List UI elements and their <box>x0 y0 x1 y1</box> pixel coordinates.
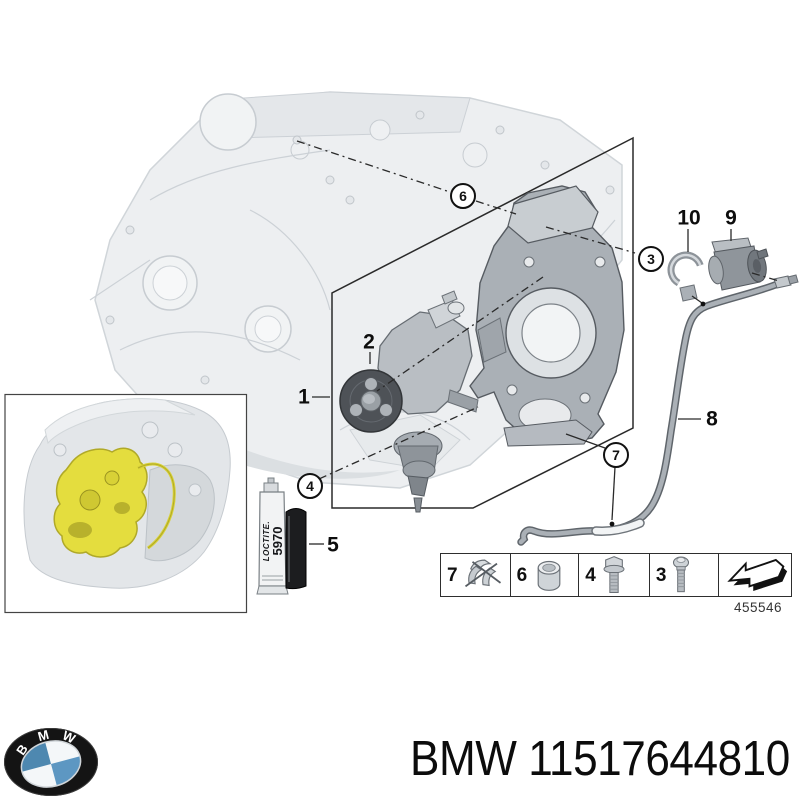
water-pump-art <box>339 290 479 513</box>
sheet-number: 455546 <box>733 600 782 615</box>
callout-4: 4 <box>297 473 323 499</box>
callout-3: 3 <box>638 246 664 272</box>
logo-letter-m: M <box>36 727 50 744</box>
flange-bolt-icon <box>603 556 625 593</box>
callout-8: 8 <box>706 407 718 431</box>
leader-lines <box>296 140 780 545</box>
legend-cell-7: 7 <box>441 554 511 596</box>
assembly-frame <box>331 136 634 509</box>
legend-cell-arrow <box>719 554 791 596</box>
legend-cell-3: 3 <box>650 554 720 596</box>
pump-bracket-art <box>469 185 625 447</box>
hose-art <box>517 274 799 546</box>
callout-4-label: 4 <box>306 478 314 494</box>
loctite-product: 5970 <box>270 526 286 556</box>
callout-6: 6 <box>450 183 476 209</box>
callout-5: 5 <box>327 533 339 557</box>
callout-3-label: 3 <box>647 251 655 267</box>
continue-arrow-icon <box>727 558 788 591</box>
part-number: BMW 11517644810 <box>410 732 790 786</box>
callout-9: 9 <box>725 206 737 230</box>
callout-7: 7 <box>603 442 629 468</box>
actuator-art <box>708 237 769 291</box>
legend-number-3: 3 <box>655 564 667 586</box>
legend-cell-6: 6 <box>511 554 580 596</box>
clamp-art <box>667 251 705 302</box>
engine-thumbnail-art <box>4 393 248 614</box>
legend-number-7: 7 <box>447 564 458 586</box>
legend-cell-4: 4 <box>579 554 650 596</box>
sleeve-icon <box>537 560 561 591</box>
callout-1: 1 <box>298 385 310 409</box>
legend-number-4: 4 <box>585 564 596 586</box>
callout-7-label: 7 <box>612 447 620 463</box>
loctite-tube-art <box>256 477 307 595</box>
loctite-label: LOCTITE. 5970 <box>262 496 293 586</box>
callout-10: 10 <box>677 206 701 230</box>
callout-2: 2 <box>363 330 375 354</box>
legend-number-6: 6 <box>516 564 528 586</box>
callout-6-label: 6 <box>459 188 467 204</box>
fastener-legend-strip: 7 6 4 3 <box>440 553 792 597</box>
bmw-logo: B M W <box>4 727 98 796</box>
screw-icon <box>673 556 690 593</box>
hose-clamp-icon <box>464 559 501 588</box>
